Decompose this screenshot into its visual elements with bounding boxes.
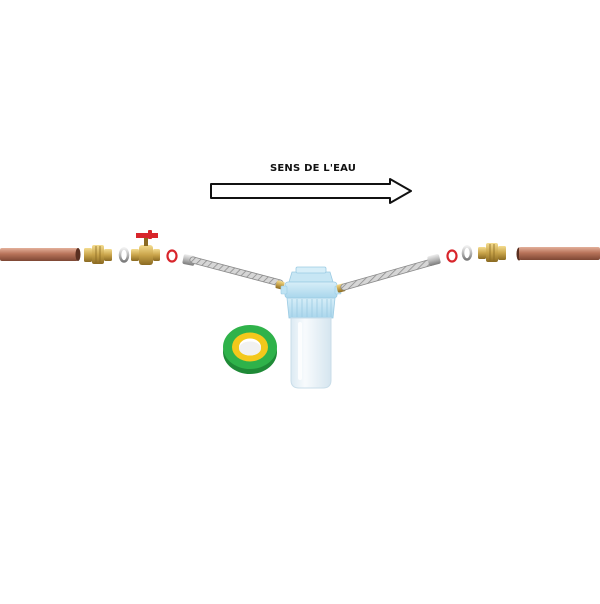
o-ring-right — [463, 247, 471, 260]
ball-valve — [131, 230, 160, 265]
brass-compression-fitting-left — [84, 245, 112, 264]
brass-compression-fitting-right — [478, 243, 506, 262]
red-gasket-left — [168, 251, 177, 262]
flow-direction-label: SENS DE L'EAU — [270, 163, 390, 174]
braided-hose-left — [182, 254, 285, 290]
copper-pipe-right — [517, 247, 600, 261]
o-ring-left — [120, 249, 128, 262]
red-gasket-right — [448, 251, 457, 262]
flow-direction-arrow — [211, 179, 411, 203]
braided-hose-right — [336, 254, 441, 293]
copper-pipe-left — [0, 248, 81, 261]
water-filter-housing — [281, 267, 341, 388]
ptfe-tape-roll — [223, 325, 277, 374]
